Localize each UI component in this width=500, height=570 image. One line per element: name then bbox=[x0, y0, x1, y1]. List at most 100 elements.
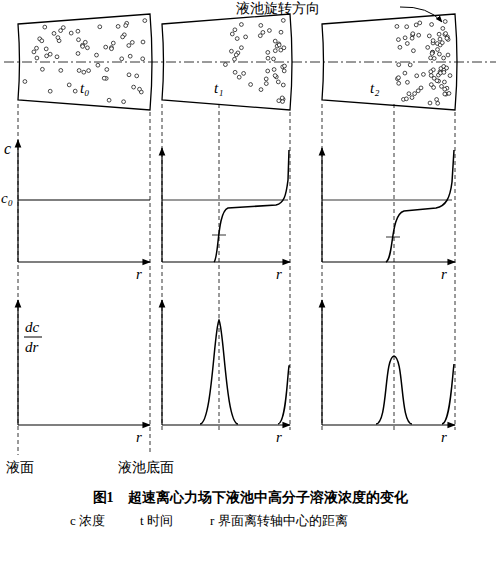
molecule-dot bbox=[435, 79, 439, 83]
molecule-dot bbox=[233, 57, 237, 61]
drawing-stroke bbox=[162, 261, 290, 262]
drawing-stroke bbox=[24, 337, 42, 338]
axis-label: dc bbox=[25, 319, 39, 336]
axis-label: r bbox=[276, 266, 282, 283]
time-label: t₁ bbox=[214, 80, 223, 97]
molecule-dot bbox=[59, 69, 63, 73]
molecule-dot bbox=[67, 83, 71, 87]
drawing-stroke bbox=[386, 150, 454, 262]
molecule-dot bbox=[280, 96, 284, 100]
molecule-dot bbox=[273, 74, 277, 78]
drawing-stroke bbox=[386, 237, 400, 238]
molecule-dot bbox=[264, 82, 268, 86]
axis-label: r bbox=[441, 429, 447, 446]
molecule-dot bbox=[277, 43, 281, 47]
axis-label: r bbox=[136, 429, 142, 446]
molecule-dot bbox=[429, 70, 433, 74]
molecule-dot bbox=[397, 76, 401, 80]
molecule-dot bbox=[436, 101, 440, 105]
drawing-stroke bbox=[322, 424, 455, 425]
molecule-dot bbox=[52, 32, 56, 36]
molecule-dot bbox=[141, 40, 145, 44]
axis-label: c₀ bbox=[1, 190, 13, 207]
caption-key: c 浓度 bbox=[70, 514, 105, 529]
molecule-dot bbox=[233, 70, 237, 74]
molecule-dot bbox=[435, 98, 439, 102]
molecule-dot bbox=[397, 38, 401, 42]
molecule-dot bbox=[276, 80, 280, 84]
molecule-dot bbox=[417, 33, 421, 37]
molecule-dot bbox=[96, 63, 100, 67]
molecule-dot bbox=[81, 45, 85, 49]
drawing-stroke bbox=[200, 320, 238, 424]
molecule-dot bbox=[240, 46, 244, 50]
molecule-dot bbox=[76, 52, 80, 56]
molecule-dot bbox=[105, 68, 109, 72]
molecule-dot bbox=[406, 80, 410, 84]
molecule-dot bbox=[282, 46, 286, 50]
drawing-stroke bbox=[321, 300, 322, 425]
molecule-dot bbox=[411, 32, 415, 36]
molecule-dot bbox=[259, 88, 263, 92]
drawing-stroke bbox=[18, 104, 455, 455]
molecule-dot bbox=[121, 35, 125, 39]
molecule-dot bbox=[405, 25, 409, 29]
drawing-stroke bbox=[322, 200, 452, 201]
molecule-dot bbox=[76, 29, 80, 33]
drawing-stroke bbox=[18, 199, 150, 200]
drawing-stroke bbox=[290, 112, 291, 430]
molecule-dot bbox=[249, 83, 253, 87]
drawing-stroke bbox=[17, 300, 18, 425]
molecule-dot bbox=[77, 69, 81, 73]
caption-key: r 界面离转轴中心的距离 bbox=[210, 514, 348, 529]
molecule-dot bbox=[111, 41, 115, 45]
drawing-stroke bbox=[18, 424, 150, 425]
molecule-dot bbox=[414, 23, 418, 27]
molecule-dot bbox=[23, 80, 27, 84]
molecule-dot bbox=[32, 50, 36, 54]
molecule-dot bbox=[413, 92, 417, 96]
molecule-dot bbox=[405, 42, 409, 46]
drawing-stroke bbox=[394, 104, 395, 430]
molecule-dot bbox=[447, 92, 451, 96]
molecule-dot bbox=[430, 23, 434, 27]
molecule-dot bbox=[124, 24, 128, 28]
drawing-stroke bbox=[150, 112, 151, 455]
molecule-dot bbox=[429, 83, 433, 87]
molecule-dot bbox=[277, 99, 281, 103]
drawing-stroke bbox=[23, 19, 452, 106]
molecule-dot bbox=[56, 36, 60, 40]
molecule-dot bbox=[230, 49, 234, 53]
molecule-dot bbox=[77, 38, 81, 42]
drawing-stroke bbox=[219, 104, 220, 430]
molecule-dot bbox=[224, 63, 228, 67]
molecule-dot bbox=[235, 37, 239, 41]
molecule-dot bbox=[443, 92, 447, 96]
molecule-dot bbox=[397, 81, 401, 85]
molecule-dot bbox=[132, 85, 136, 89]
molecule-dot bbox=[110, 47, 114, 51]
molecule-dot bbox=[442, 56, 446, 60]
molecule-dot bbox=[272, 68, 276, 72]
molecule-dot bbox=[266, 51, 270, 55]
molecule-dot bbox=[437, 32, 441, 36]
molecule-dot bbox=[55, 55, 59, 59]
drawing-stroke bbox=[322, 104, 323, 430]
molecule-dot bbox=[258, 34, 262, 38]
molecule-dot bbox=[264, 77, 268, 81]
molecule-dot bbox=[59, 29, 63, 33]
molecule-dot bbox=[87, 69, 91, 73]
molecule-dot bbox=[244, 35, 248, 39]
molecule-dot bbox=[441, 27, 445, 31]
molecule-dot bbox=[102, 76, 106, 80]
molecule-dot bbox=[281, 19, 285, 23]
time-label: t₀ bbox=[80, 80, 89, 97]
molecule-dot bbox=[428, 101, 432, 105]
molecule-dot bbox=[122, 100, 126, 104]
molecule-dot bbox=[445, 66, 449, 70]
molecule-dot bbox=[242, 72, 246, 76]
caption-key: t 时间 bbox=[140, 514, 173, 529]
drawing-stroke bbox=[322, 261, 455, 262]
molecule-dot bbox=[107, 98, 111, 102]
molecule-dot bbox=[418, 21, 422, 25]
